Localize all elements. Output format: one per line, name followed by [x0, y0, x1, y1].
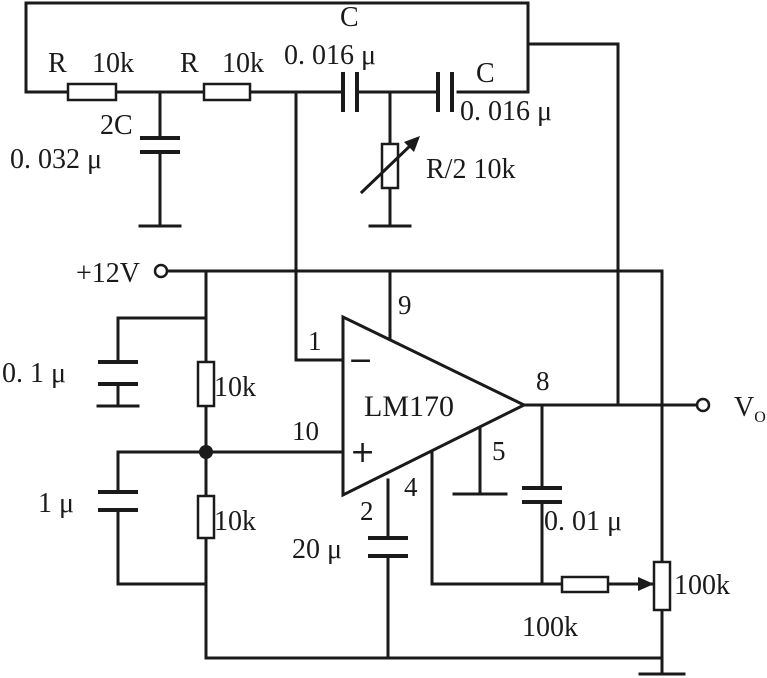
wiper-arrow-icon: [638, 577, 654, 591]
wire-pin5: [452, 426, 508, 496]
resistors: [66, 82, 672, 612]
amp-minus-sign: −: [348, 343, 373, 378]
label-c-top-name: C: [340, 2, 359, 33]
pin-9-label: 9: [398, 290, 412, 320]
resistor-divider-bottom: [196, 494, 216, 540]
label-2c-name: 2C: [100, 110, 133, 141]
resistor-r2: [202, 82, 252, 102]
label-r-divider-bottom: 10k: [214, 506, 256, 537]
supply-terminal[interactable]: [153, 263, 169, 279]
capacitor-0-01u: [522, 486, 562, 504]
amp-name-label: LM170: [364, 390, 454, 423]
label-r1-name: R: [48, 48, 67, 79]
wire-ground-bus: [204, 608, 664, 674]
label-r-divider-top: 10k: [214, 372, 256, 403]
label-c-right-value: 0. 016 μ: [460, 96, 552, 127]
label-c-top-value: 0. 016 μ: [284, 40, 376, 71]
pin-1-label: 1: [308, 326, 322, 356]
wire-supply-rail: [165, 269, 664, 564]
capacitor-1u: [98, 490, 138, 512]
wire-c01: [116, 316, 208, 408]
wires: [24, 1, 698, 676]
wire-top-loop: [24, 1, 530, 94]
resistor-r1: [66, 82, 118, 102]
label-c-1u: 1 μ: [38, 488, 74, 519]
capacitor-right-c: [436, 72, 454, 112]
capacitor-top-c: [341, 72, 359, 112]
wire-feedback-pin1: [294, 90, 345, 362]
label-output: VO: [734, 392, 766, 426]
label-c-0-1u: 0. 1 μ: [2, 358, 66, 389]
resistor-100k: [560, 575, 610, 594]
label-2c-value: 0. 032 μ: [10, 144, 102, 175]
label-c-20u: 20 μ: [292, 534, 342, 565]
amp-plus-sign: +: [350, 435, 375, 470]
pin-2-label: 2: [360, 496, 374, 526]
label-c-0-01u: 0. 01 μ: [544, 506, 622, 537]
junction-dot: [199, 445, 213, 459]
capacitor-20u: [368, 536, 408, 558]
pin-10-label: 10: [292, 416, 319, 446]
output-terminal[interactable]: [695, 397, 711, 413]
variable-arrow-icon: [359, 136, 420, 195]
pin-8-label: 8: [536, 366, 550, 396]
potentiometer-100k: [652, 560, 672, 612]
labels: R 10k R 10k C 0. 016 μ C 0. 016 μ 2C 0. …: [2, 2, 766, 643]
capacitor-2c: [140, 136, 180, 154]
wire-right-feedback: [526, 42, 620, 407]
capacitor-0-1u: [98, 360, 138, 386]
pin-4-label: 4: [404, 472, 418, 502]
label-r2-name: R: [180, 48, 199, 79]
op-amp-lm170: [341, 314, 528, 498]
label-r-100k: 100k: [522, 612, 578, 643]
capacitors: [98, 72, 562, 558]
label-r2-value: 10k: [222, 48, 264, 79]
wire-ground-stubs: [96, 224, 686, 676]
pin-5-label: 5: [492, 436, 506, 466]
label-supply: +12V: [76, 258, 140, 289]
label-pot-100k: 100k: [674, 570, 730, 601]
label-r-half-value: R/2 10k: [426, 154, 515, 185]
wire-c1: [116, 450, 208, 586]
label-c-right-name: C: [476, 58, 495, 89]
label-r1-value: 10k: [92, 48, 134, 79]
resistor-divider-top: [196, 360, 216, 408]
